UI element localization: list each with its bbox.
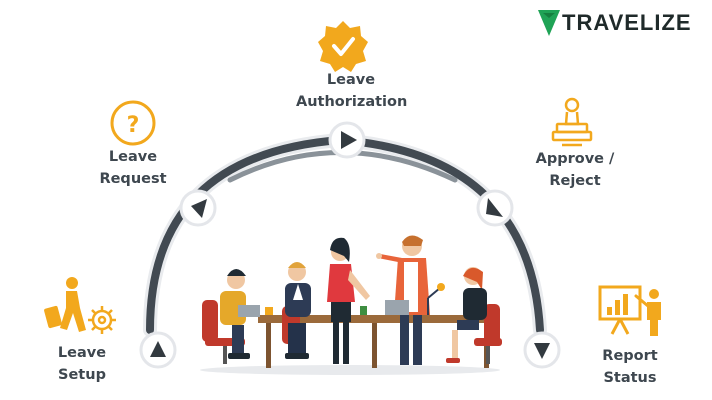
arrow-node-request[interactable] (179, 189, 217, 227)
step-label-leave-setup: Leave Setup (42, 342, 122, 386)
step-label-line2: Setup (58, 367, 106, 383)
logo-mark-icon (538, 10, 560, 36)
stamp-icon (551, 97, 593, 147)
step-label-line1: Leave (57, 345, 107, 361)
presentation-board-icon (598, 285, 661, 336)
step-label-line2: Reject (549, 173, 601, 189)
arrow-up-icon (150, 341, 166, 357)
step-label-line1: Approve / (535, 151, 615, 167)
arrow-right-icon (341, 131, 357, 149)
walking-person-gear-icon (44, 277, 116, 334)
question-mark-circle-icon: ? (110, 100, 156, 146)
step-label-line2: Authorization (296, 94, 408, 110)
arrow-node-authorization[interactable] (328, 121, 366, 159)
step-label-line1: Leave (108, 149, 158, 165)
arrow-node-report[interactable] (523, 331, 561, 369)
step-label-report-status: Report Status (590, 345, 670, 389)
arrow-node-approve[interactable] (476, 189, 514, 227)
arrow-down-icon (534, 343, 550, 359)
svg-text:?: ? (127, 113, 140, 138)
step-label-line2: Status (603, 370, 657, 386)
logo-text: TRAVELIZE (562, 10, 692, 35)
step-label-line1: Leave (326, 72, 376, 88)
step-label-line1: Report (602, 348, 658, 364)
arrow-up-right-icon (191, 199, 207, 218)
arrow-node-setup[interactable] (139, 331, 177, 369)
travelize-logo: TRAVELIZE (538, 10, 692, 36)
step-label-line2: Request (99, 171, 167, 187)
meeting-table (258, 315, 496, 323)
arrow-down-right-icon (486, 198, 503, 217)
check-badge-icon (318, 21, 368, 72)
team-meeting-illustration (200, 235, 502, 375)
step-label-leave-request: Leave Request (88, 146, 178, 190)
step-label-leave-authorization: Leave Authorization (296, 69, 408, 113)
step-label-approve-reject: Approve / Reject (520, 148, 630, 192)
